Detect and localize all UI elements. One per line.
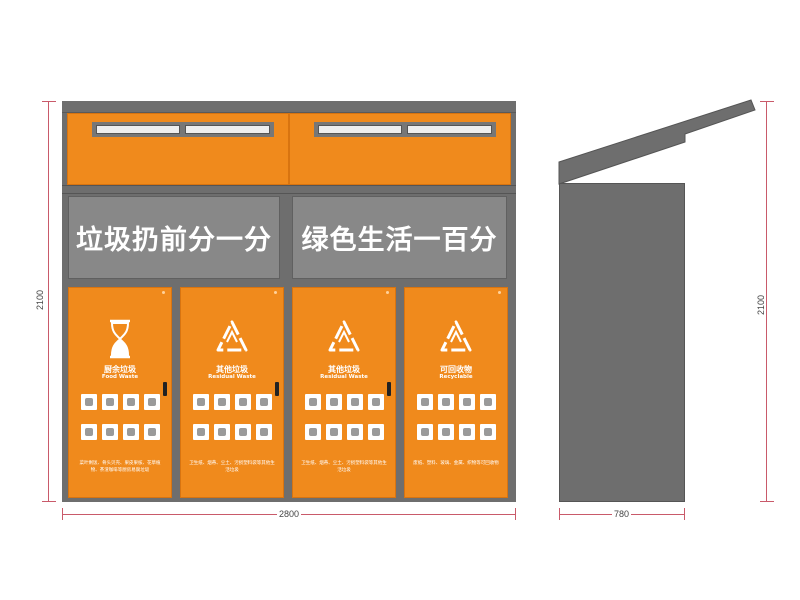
item-pictogram	[326, 394, 342, 410]
door-food-waste: 厨余垃圾 Food Waste 菜叶剩饭、骨头贝壳、果皮果核、花草植物、茶渣咖啡…	[68, 287, 172, 498]
door-residual-waste-1: 其他垃圾 Residual Waste 卫生纸、烟蒂、尘土、污损塑料袋等其他生活…	[180, 287, 284, 498]
item-pictogram-grid	[81, 394, 165, 440]
item-pictogram	[193, 394, 209, 410]
item-pictogram	[102, 394, 118, 410]
item-pictogram	[123, 394, 139, 410]
slogan-panel-right: 绿色生活一百分	[292, 196, 507, 279]
slogan-panel-left: 垃圾扔前分一分	[68, 196, 280, 279]
door-description: 菜叶剩饭、骨头贝壳、果皮果核、花草植物、茶渣咖啡等厨房易腐垃圾	[79, 461, 161, 473]
item-pictogram-grid	[417, 394, 501, 440]
item-pictogram	[81, 394, 97, 410]
item-pictogram	[305, 424, 321, 440]
item-pictogram	[438, 394, 454, 410]
slogan-left: 垃圾扔前分一分	[76, 225, 272, 256]
item-pictogram	[144, 424, 160, 440]
item-pictogram	[81, 424, 97, 440]
slogan-right: 绿色生活一百分	[301, 225, 498, 256]
door-label-en: Residual Waste	[208, 374, 256, 380]
front-width-tick-left	[62, 508, 63, 520]
cabinet-mid-strip	[62, 185, 516, 194]
door-label-cn: 可回收物	[440, 365, 472, 374]
band-divider	[288, 114, 290, 184]
side-width-tick-left	[559, 508, 560, 520]
item-pictogram-grid	[305, 394, 389, 440]
door-description: 卫生纸、烟蒂、尘土、污损塑料袋等其他生活垃圾	[189, 461, 275, 473]
item-pictogram	[347, 424, 363, 440]
door-label-en: Residual Waste	[320, 374, 368, 380]
drop-slot-4	[407, 125, 492, 134]
door-handle	[163, 382, 167, 396]
front-height-tick-bottom	[42, 501, 56, 502]
door-handle	[275, 382, 279, 396]
door-lock-dot	[274, 291, 277, 294]
door-recyclable: 可回收物 Recyclable 废纸、塑料、玻璃、金属、织物等可回收物	[404, 287, 508, 498]
item-pictogram	[256, 424, 272, 440]
item-pictogram	[305, 394, 321, 410]
item-pictogram	[368, 394, 384, 410]
item-pictogram	[417, 424, 433, 440]
item-pictogram	[368, 424, 384, 440]
item-pictogram	[326, 424, 342, 440]
door-description: 卫生纸、烟蒂、尘土、污损塑料袋等其他生活垃圾	[301, 461, 387, 473]
item-pictogram	[459, 424, 475, 440]
front-height-label: 2100	[35, 287, 46, 313]
item-pictogram	[214, 394, 230, 410]
item-pictogram	[235, 424, 251, 440]
drop-slot-2	[185, 125, 270, 134]
recycle-triangle-icon	[440, 320, 472, 352]
recycle-triangle-icon	[328, 320, 360, 352]
front-height-tick-top	[42, 101, 56, 102]
front-height-dim-line	[48, 101, 49, 502]
side-width-label: 780	[612, 509, 632, 519]
hourglass-icon	[110, 319, 130, 359]
side-height-dim-line	[766, 101, 767, 502]
door-label-en: Food Waste	[101, 374, 139, 380]
item-pictogram	[144, 394, 160, 410]
item-pictogram	[214, 424, 230, 440]
door-residual-waste-2: 其他垃圾 Residual Waste 卫生纸、烟蒂、尘土、污损塑料袋等其他生活…	[292, 287, 396, 498]
side-height-label: 2100	[756, 292, 767, 318]
item-pictogram	[102, 424, 118, 440]
item-pictogram	[459, 394, 475, 410]
side-view-body	[559, 183, 685, 502]
item-pictogram	[438, 424, 454, 440]
door-label-cn: 其他垃圾	[216, 365, 248, 374]
item-pictogram-grid	[193, 394, 277, 440]
side-height-tick-bottom	[760, 501, 774, 502]
side-width-tick-right	[684, 508, 685, 520]
door-label-cn: 厨余垃圾	[104, 365, 136, 374]
door-label-cn: 其他垃圾	[328, 365, 360, 374]
drop-slot-1	[96, 125, 180, 134]
front-width-label: 2800	[277, 509, 302, 519]
recycle-triangle-icon	[216, 320, 248, 352]
item-pictogram	[480, 394, 496, 410]
door-handle	[387, 382, 391, 396]
item-pictogram	[123, 424, 139, 440]
side-height-tick-top	[760, 101, 774, 102]
cabinet-top-strip	[62, 101, 516, 113]
item-pictogram	[193, 424, 209, 440]
side-view-roof	[558, 99, 756, 185]
door-lock-dot	[386, 291, 389, 294]
front-width-tick-right	[515, 508, 516, 520]
door-lock-dot	[498, 291, 501, 294]
front-view-cabinet: 垃圾扔前分一分 绿色生活一百分 厨余垃圾 Food Waste 菜叶剩饭、骨头贝…	[62, 101, 516, 502]
item-pictogram	[256, 394, 272, 410]
door-description: 废纸、塑料、玻璃、金属、织物等可回收物	[413, 461, 499, 466]
drop-slot-band	[67, 113, 511, 185]
door-lock-dot	[162, 291, 165, 294]
door-label-en: Recyclable	[439, 374, 473, 380]
item-pictogram	[347, 394, 363, 410]
item-pictogram	[417, 394, 433, 410]
drop-slot-3	[318, 125, 402, 134]
item-pictogram	[480, 424, 496, 440]
item-pictogram	[235, 394, 251, 410]
